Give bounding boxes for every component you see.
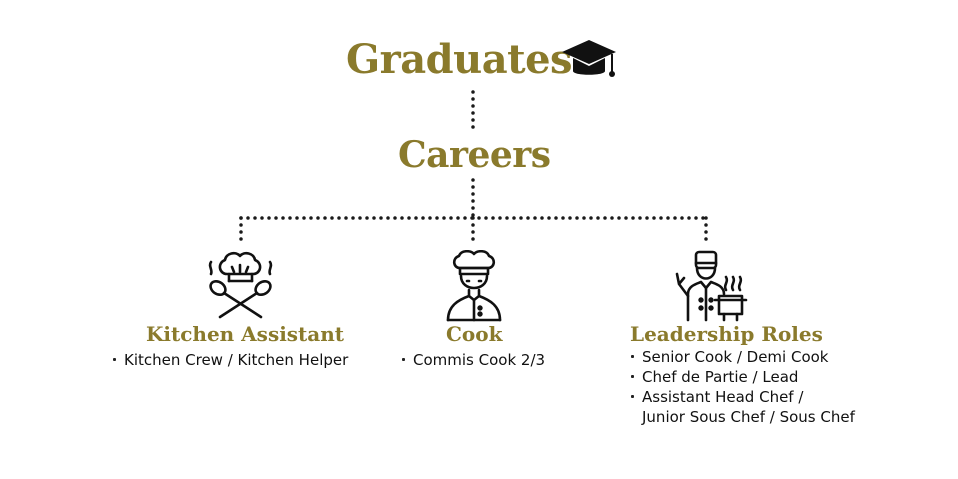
list-item: Senior Cook / Demi Cook: [630, 347, 855, 367]
list-item: Junior Sous Chef / Sous Chef: [642, 408, 855, 426]
list-item: Kitchen Crew / Kitchen Helper: [112, 350, 348, 370]
graduation-cap-icon: [562, 40, 616, 77]
role-title-kitchen-assistant: Kitchen Assistant: [146, 322, 345, 346]
role-list-kitchen-assistant: Kitchen Crew / Kitchen Helper: [112, 350, 348, 370]
cook-icon: [446, 250, 502, 322]
list-item: Chef de Partie / Lead: [630, 367, 855, 387]
graduates-title: Graduates: [346, 36, 573, 83]
careers-title: Careers: [398, 134, 551, 176]
role-title-cook: Cook: [446, 322, 503, 346]
role-title-leadership-roles: Leadership Roles: [630, 322, 823, 346]
crossed-spoons-chef-hat-icon: [208, 251, 273, 319]
role-list-cook: Commis Cook 2/3: [401, 350, 545, 370]
chef-with-pot-icon: [675, 250, 748, 322]
list-item: Commis Cook 2/3: [401, 350, 545, 370]
list-item: Assistant Head Chef /: [630, 387, 855, 407]
role-list-leadership-roles: Senior Cook / Demi Cook Chef de Partie /…: [630, 347, 855, 427]
